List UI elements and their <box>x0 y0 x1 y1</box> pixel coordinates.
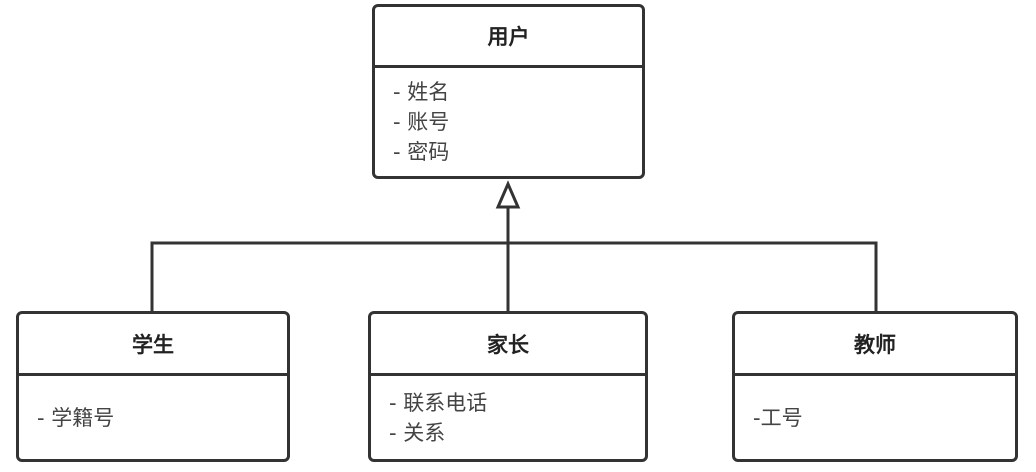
class-user[interactable]: 用户 - 姓名 - 账号 - 密码 <box>372 4 645 179</box>
attribute-item: - 联系电话 <box>389 390 488 415</box>
generalization-arrowhead-icon <box>495 180 521 209</box>
attribute-item: - 密码 <box>393 140 450 164</box>
class-name: 学生 <box>19 314 287 376</box>
attribute-item: - 账号 <box>393 110 450 134</box>
attribute-list: - 学籍号 <box>19 376 287 459</box>
class-name: 用户 <box>375 7 642 68</box>
attribute-list: - 联系电话 - 关系 <box>371 376 645 459</box>
connector-student-to-user <box>150 241 508 311</box>
attribute-list: - 姓名 - 账号 - 密码 <box>375 68 642 176</box>
attribute-item: - 姓名 <box>393 80 450 104</box>
attribute-item: - 学籍号 <box>37 405 115 430</box>
class-student[interactable]: 学生 - 学籍号 <box>16 311 290 462</box>
connector-teacher-to-user <box>508 241 878 311</box>
attribute-item: -工号 <box>753 405 803 430</box>
class-name: 教师 <box>735 314 1015 376</box>
attribute-list: -工号 <box>735 376 1015 459</box>
class-teacher[interactable]: 教师 -工号 <box>732 311 1018 462</box>
class-name: 家长 <box>371 314 645 376</box>
attribute-item: - 关系 <box>389 420 446 445</box>
class-parent[interactable]: 家长 - 联系电话 - 关系 <box>368 311 648 462</box>
